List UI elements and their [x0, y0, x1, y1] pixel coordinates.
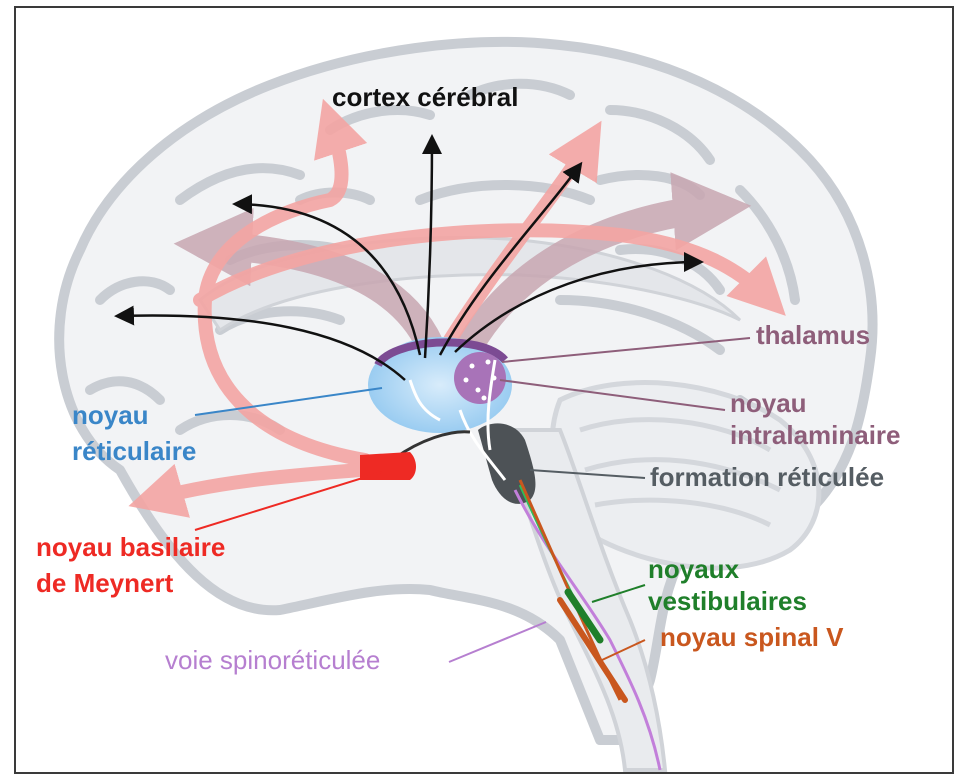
label-formation-reticulee: formation réticulée [650, 462, 884, 493]
label-noyau-intralaminaire-line1: noyau [730, 388, 807, 419]
label-noyaux-vestibulaires-line1: noyaux [648, 554, 739, 585]
label-thalamus: thalamus [756, 320, 870, 351]
label-voie-spinoreticulee: voie spinoréticulée [165, 645, 380, 676]
label-noyau-reticulaire-line2: réticulaire [72, 436, 196, 467]
label-noyaux-vestibulaires-line2: vestibulaires [648, 586, 807, 617]
label-noyau-spinal-v: noyau spinal V [660, 622, 844, 653]
intralaminar-nucleus [454, 352, 506, 404]
label-noyau-reticulaire-line1: noyau [72, 400, 149, 431]
label-cortex-cerebral: cortex cérébral [332, 82, 518, 113]
label-noyau-basilaire-line2: de Meynert [36, 568, 173, 599]
label-noyau-intralaminaire-line2: intralaminaire [730, 420, 901, 451]
label-noyau-basilaire-line1: noyau basilaire [36, 532, 225, 563]
